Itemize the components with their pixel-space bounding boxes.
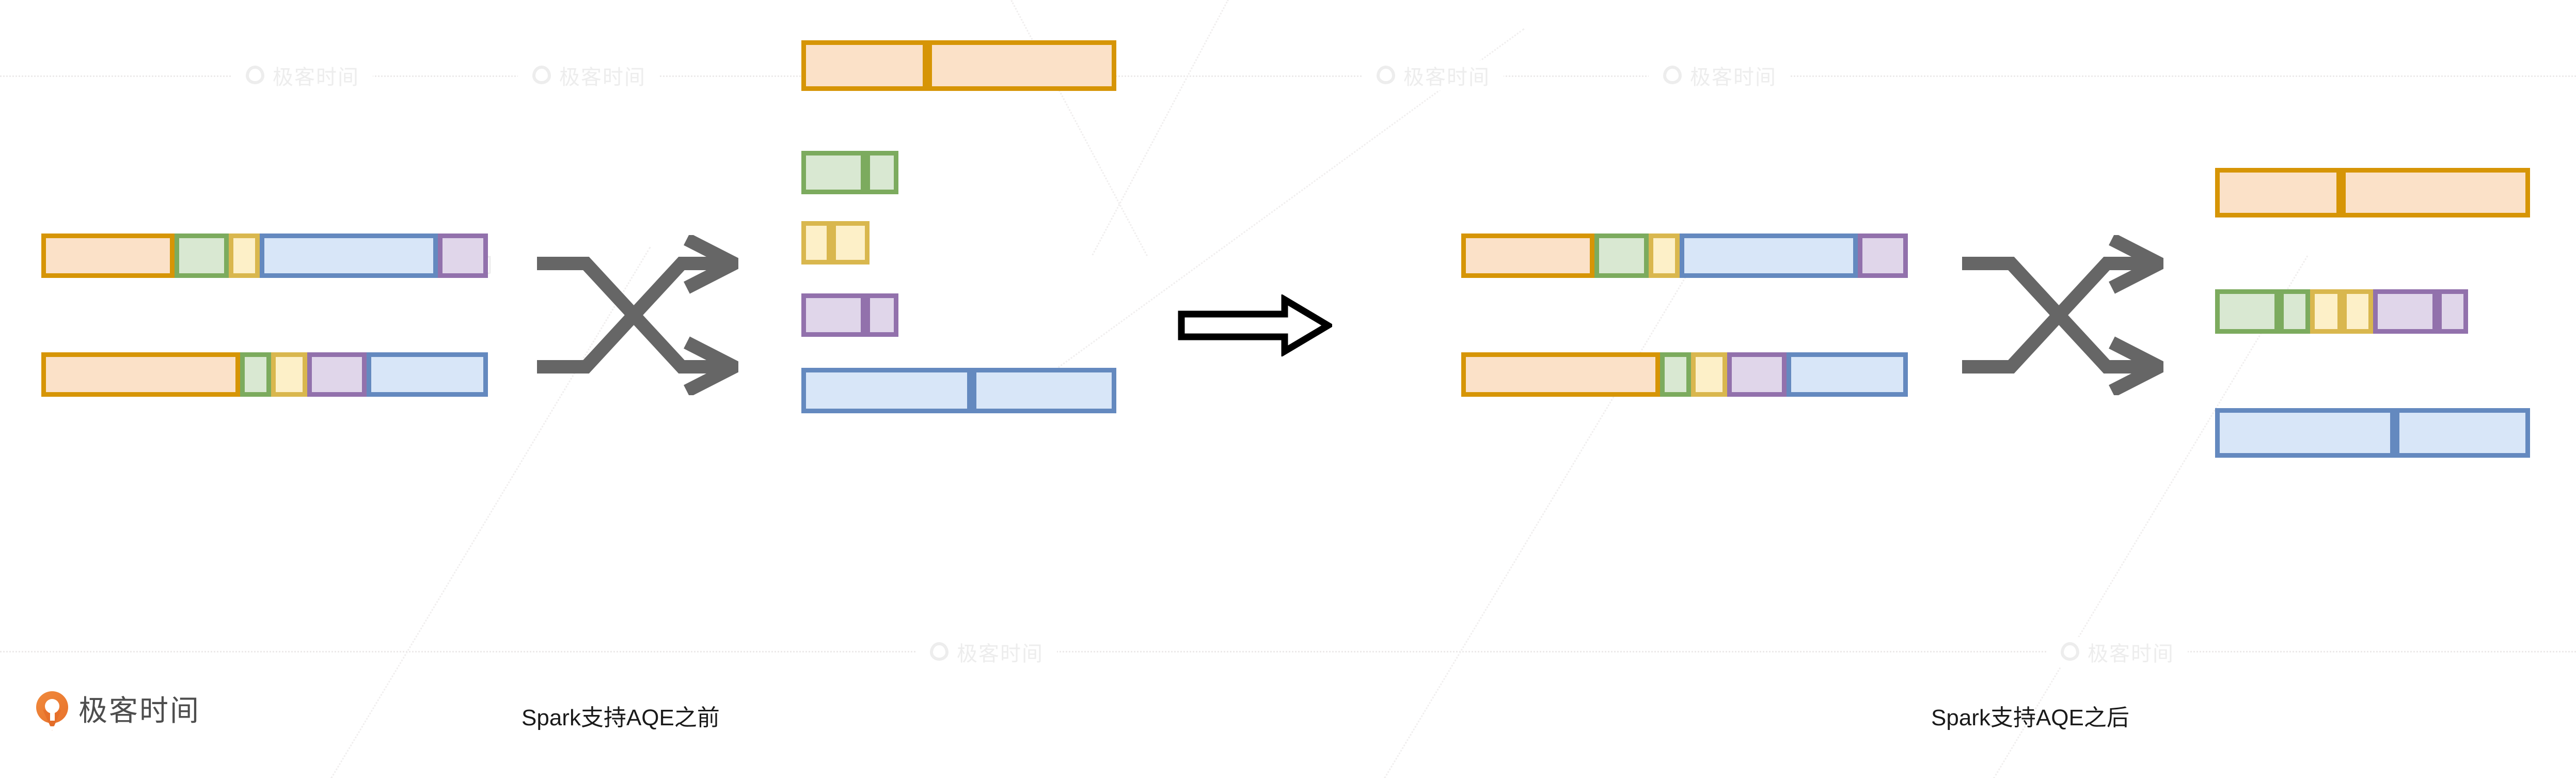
partition-cell: [801, 221, 831, 264]
caption-before: Spark支持AQE之前: [521, 705, 720, 730]
segment-green: [175, 234, 229, 278]
shuffle-icon: [532, 235, 738, 395]
geektime-pin-watermark-icon: [2060, 642, 2080, 662]
before-map-output-2: [41, 352, 488, 397]
after-coalesced-partition-blue: [2215, 408, 2530, 458]
watermark: 极客时间: [915, 637, 1057, 667]
geektime-pin-watermark-icon: [1662, 65, 1683, 86]
watermark-text: 极客时间: [2088, 643, 2174, 665]
partition-cell: [2310, 289, 2342, 334]
segment-green: [1594, 234, 1649, 278]
watermark-text: 极客时间: [1403, 66, 1490, 89]
before-partition-yellow: [801, 221, 870, 264]
watermark-text: 极客时间: [273, 66, 359, 89]
partition-cell: [927, 40, 1116, 91]
before-partition-purple: [801, 293, 898, 337]
partition-cell: [801, 40, 927, 91]
after-map-output-1: [1461, 234, 1908, 278]
after-map-output-2: [1461, 352, 1908, 397]
segment-yellow: [1691, 352, 1727, 397]
geektime-pin-logo-icon: [36, 691, 68, 730]
geektime-pin-watermark-icon: [929, 642, 950, 662]
before-map-output-1: [41, 234, 488, 278]
segment-orange: [41, 352, 240, 397]
partition-cell: [2279, 289, 2310, 334]
watermark: 极客时间: [231, 60, 373, 90]
segment-green: [1660, 352, 1691, 397]
watermark: 极客时间: [2046, 637, 2188, 667]
caption-after: Spark支持AQE之后: [1931, 705, 2129, 730]
partition-cell: [801, 151, 865, 194]
partition-cell: [2341, 168, 2530, 217]
geektime-pin-watermark-icon: [1376, 65, 1396, 86]
segment-purple: [1727, 352, 1787, 397]
geektime-pin-watermark-icon: [245, 65, 265, 86]
partition-cell: [2215, 289, 2279, 334]
partition-cell: [865, 151, 898, 194]
partition-cell: [972, 368, 1116, 413]
geektime-pin-watermark-icon: [531, 65, 552, 86]
partition-cell: [2373, 289, 2437, 334]
before-partition-green: [801, 151, 898, 194]
segment-purple: [438, 234, 488, 278]
watermark-text: 极客时间: [559, 66, 646, 89]
watermark: 极客时间: [518, 60, 659, 90]
after-coalesced-partition-mixed: [2215, 289, 2468, 334]
partition-cell: [2215, 168, 2341, 217]
segment-blue: [1787, 352, 1908, 397]
partition-cell: [801, 293, 865, 337]
before-partition-orange: [801, 40, 1116, 91]
partition-cell: [2395, 408, 2530, 458]
watermark-text: 极客时间: [957, 643, 1044, 665]
watermark-text: 极客时间: [1690, 66, 1777, 89]
segment-orange: [41, 234, 175, 278]
segment-yellow: [229, 234, 260, 278]
brand-name: 极客时间: [78, 694, 200, 727]
segment-purple: [1858, 234, 1908, 278]
watermark: 极客时间: [1362, 60, 1504, 90]
partition-cell: [2437, 289, 2468, 334]
segment-blue: [1680, 234, 1858, 278]
after-coalesced-partition-orange: [2215, 168, 2530, 217]
segment-blue: [367, 352, 488, 397]
right-block-arrow-icon: [1177, 294, 1332, 356]
partition-cell: [801, 368, 972, 413]
segment-yellow: [1649, 234, 1680, 278]
segment-yellow: [271, 352, 307, 397]
segment-green: [240, 352, 271, 397]
segment-orange: [1461, 352, 1660, 397]
segment-purple: [307, 352, 367, 397]
brand-logo: 极客时间: [36, 691, 200, 730]
shuffle-icon: [1957, 235, 2163, 395]
partition-cell: [2215, 408, 2395, 458]
partition-cell: [865, 293, 898, 337]
segment-blue: [260, 234, 438, 278]
before-partition-blue: [801, 368, 1116, 413]
partition-cell: [831, 221, 870, 264]
watermark: 极客时间: [1649, 60, 1790, 90]
segment-orange: [1461, 234, 1594, 278]
partition-cell: [2342, 289, 2373, 334]
